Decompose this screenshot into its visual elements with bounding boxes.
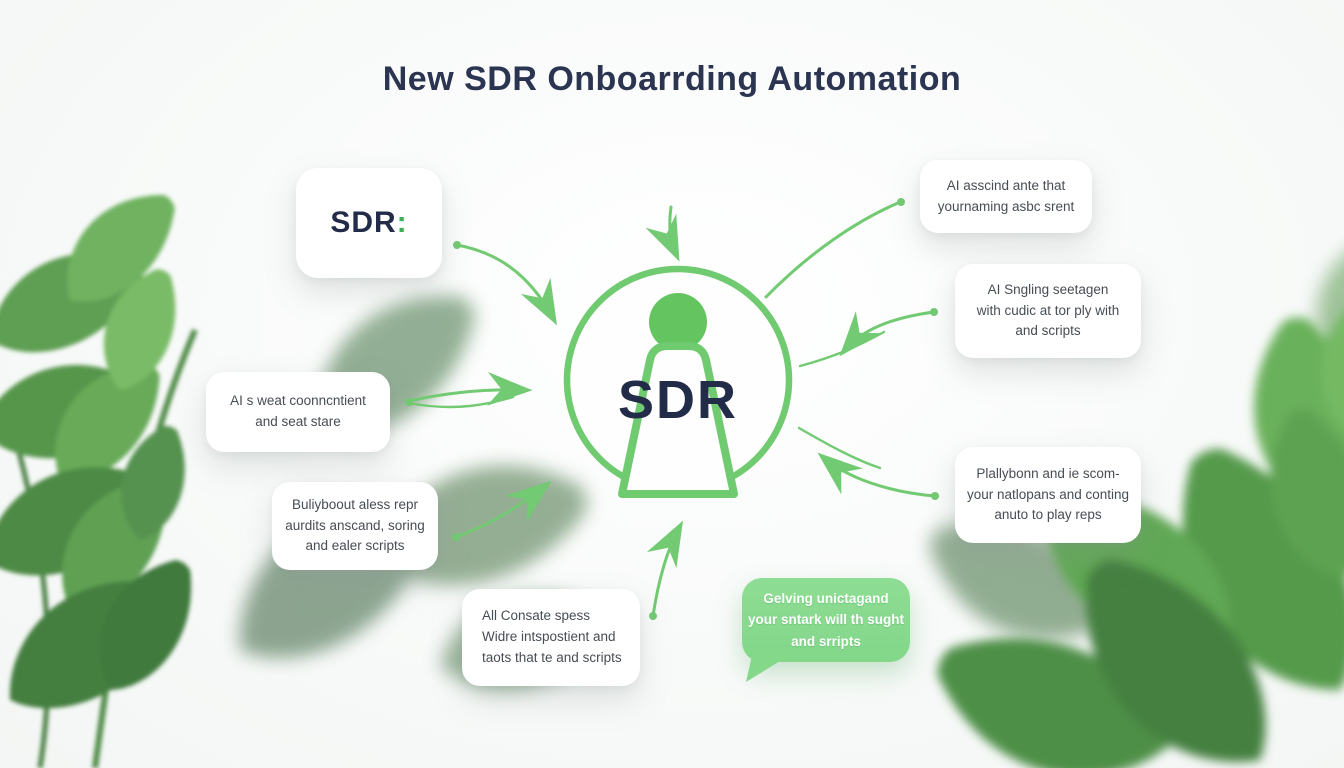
card-text-line: yournaming asbc srent <box>937 198 1075 214</box>
line-center-to-topright <box>764 201 900 299</box>
connector-dot <box>453 241 461 249</box>
bubble-text-line: and srripts <box>791 633 861 649</box>
card-text-line: Widre intspostient and <box>482 629 616 645</box>
arrow-lowerleft-to-center <box>454 480 552 539</box>
card-text-line: Buliyboout aless repr <box>291 496 419 512</box>
line-rightlower-extra <box>797 426 882 470</box>
card-text-line: All Consate spess <box>482 608 591 624</box>
card-text-line: and ealer scripts <box>305 538 405 554</box>
card-text-line: AI asscind ante that <box>946 177 1066 193</box>
card-lower-left: Buliyboout aless repr aurdits anscand, s… <box>272 482 438 570</box>
arrow-top-to-center <box>645 205 680 262</box>
bubble-text-line: Gelving unictagand <box>763 590 889 606</box>
card-brand: SDR: <box>296 168 442 278</box>
center-node: SDR <box>556 258 800 502</box>
card-text-line: your natlopans and conting <box>966 486 1130 502</box>
card-text-line: taots that te and scripts <box>482 649 622 665</box>
connector-dot <box>452 533 460 541</box>
arrow-rightupper-to-center <box>839 310 936 357</box>
card-text-line: with cudic at tor ply with <box>976 302 1120 318</box>
card-left: AI s weat coonncntient and seat stare <box>206 372 390 452</box>
center-label: SDR <box>618 370 738 430</box>
card-bottom: All Consate spess Widre intspostient and… <box>462 589 640 686</box>
card-text-line: and seat stare <box>255 414 341 429</box>
arrow-rightlower-to-center <box>817 452 937 498</box>
card-top-right: AI asscind ante that yournaming asbc sre… <box>920 160 1092 233</box>
card-text-line: and scripts <box>1015 323 1081 339</box>
card-text-line: AI Sngling seetagen <box>987 281 1109 297</box>
card-right-upper: AI Sngling seetagen with cudic at tor pl… <box>955 264 1141 358</box>
connector-dot <box>930 308 938 316</box>
line-rightupper-extra <box>798 330 886 368</box>
speech-bubble: Gelving unictagand your sntark will th s… <box>742 578 910 662</box>
card-text-line: AI s weat coonncntient <box>230 393 366 409</box>
connector-dot <box>405 398 413 406</box>
card-text-line: anuto to play reps <box>994 507 1102 523</box>
card-right-lower: Plallybonn and ie scom- your natlopans a… <box>955 447 1141 543</box>
person-icon <box>618 293 738 498</box>
bubble-text-line: your sntark will th sught <box>747 612 904 628</box>
brand-label: SDR: <box>330 205 408 239</box>
connector-dot <box>649 612 657 620</box>
arrow-bottom-to-center <box>646 520 684 618</box>
arrow-brand-to-center <box>455 243 558 326</box>
card-text-line: Plallybonn and ie scom- <box>976 465 1120 481</box>
connector-dot <box>931 492 939 500</box>
card-text-line: aurdits anscand, soring <box>285 517 425 533</box>
connector-dot <box>897 198 905 206</box>
page-title: New SDR Onboarrding Automation <box>382 60 962 98</box>
